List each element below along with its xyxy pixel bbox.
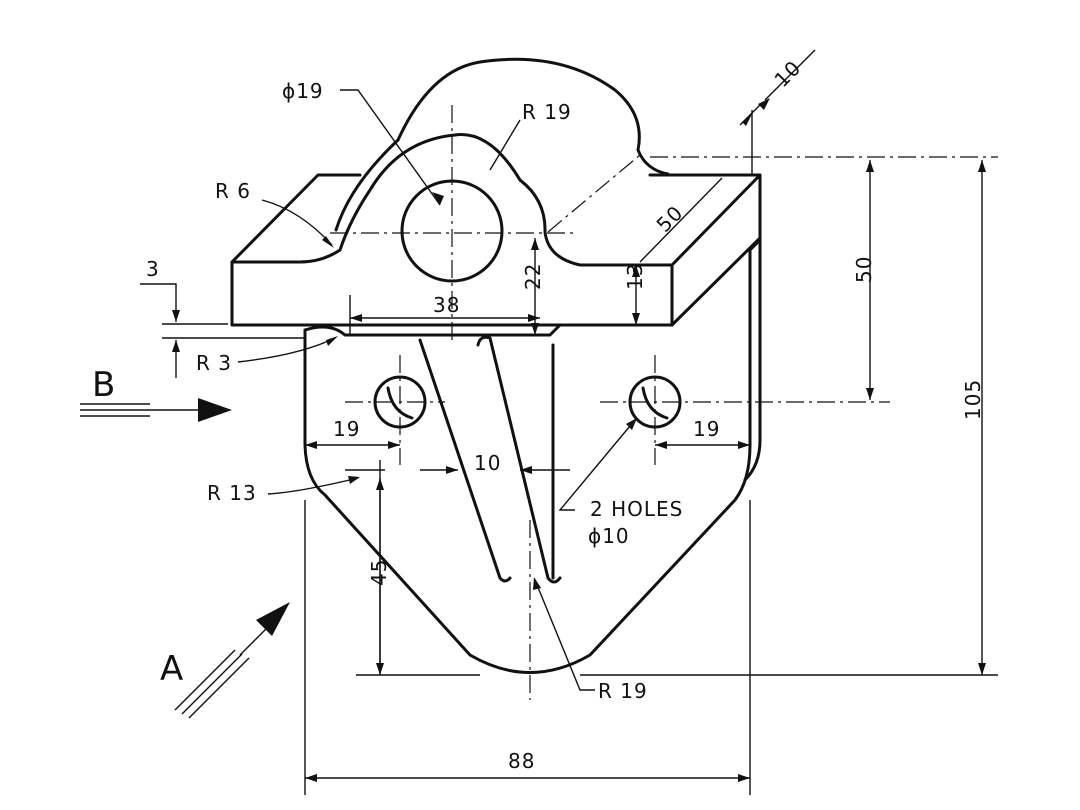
label-width-88: 88 bbox=[508, 749, 535, 773]
dimension-labels: ϕ19 R 19 10 R 6 38 50 22 13 3 R 3 50 105… bbox=[146, 56, 985, 773]
label-width-38: 38 bbox=[433, 293, 460, 317]
label-thickness-10: 10 bbox=[769, 56, 805, 92]
label-edge-19-left: 19 bbox=[333, 417, 360, 441]
label-depth-45: 45 bbox=[367, 559, 391, 586]
label-height-105: 105 bbox=[961, 379, 985, 420]
label-edge-19-right: 19 bbox=[693, 417, 720, 441]
label-view-b: B bbox=[92, 365, 115, 405]
view-arrow-b bbox=[80, 398, 232, 422]
label-fillet-r3: R 3 bbox=[196, 351, 232, 375]
label-height-13: 13 bbox=[623, 263, 647, 290]
dimension-lines bbox=[140, 49, 998, 795]
view-arrow-a bbox=[174, 602, 290, 719]
label-slot-10: 10 bbox=[474, 451, 501, 475]
label-fillet-r6: R 6 bbox=[215, 179, 251, 203]
part-outline bbox=[230, 57, 762, 674]
label-height-50: 50 bbox=[852, 256, 876, 283]
view-labels: B A bbox=[92, 365, 183, 689]
label-depth-50-oblique: 50 bbox=[652, 201, 688, 237]
label-view-a: A bbox=[160, 649, 183, 689]
label-hole-dia: ϕ19 bbox=[282, 79, 324, 103]
label-boss-radius: R 19 bbox=[522, 100, 572, 124]
label-height-22: 22 bbox=[521, 263, 545, 290]
label-holes-note-line1: 2 HOLES bbox=[590, 497, 683, 521]
label-holes-note-line2: ϕ10 bbox=[588, 524, 630, 548]
label-offset-3: 3 bbox=[146, 257, 160, 281]
label-corner-r13: R 13 bbox=[207, 481, 257, 505]
center-lines bbox=[330, 105, 998, 700]
label-bottom-r19: R 19 bbox=[598, 679, 648, 703]
